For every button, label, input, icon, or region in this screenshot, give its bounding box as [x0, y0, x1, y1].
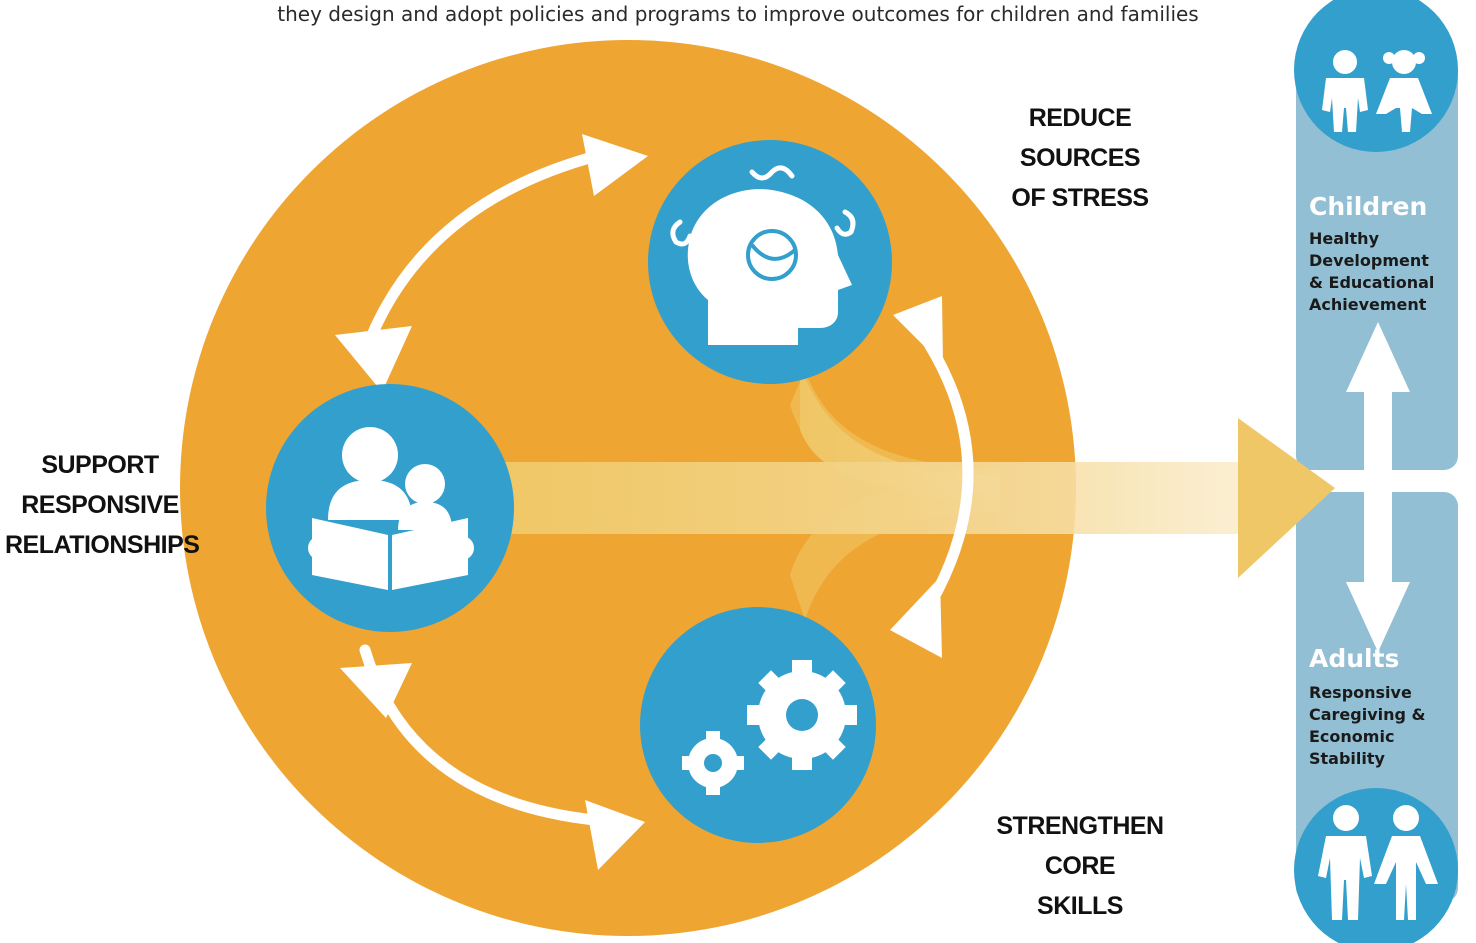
adults-icon: [1294, 788, 1458, 943]
adult-child-reading-icon: [308, 427, 474, 590]
children-description: Healthy Development & Educational Achiev…: [1309, 229, 1435, 314]
panel-double-arrow: [1346, 322, 1410, 652]
arrowhead: [893, 296, 943, 365]
stressed-head-icon: [670, 165, 856, 345]
arrowhead: [340, 663, 412, 718]
arrowhead: [582, 134, 648, 196]
label-support-relationships: SUPPORT RESPONSIVE RELATIONSHIPS: [5, 451, 200, 559]
arrowhead: [890, 577, 942, 658]
node-support-relationships: [266, 384, 514, 632]
arrow-right: [914, 324, 974, 624]
node-strengthen-skills: [640, 607, 876, 843]
children-icon: [1294, 0, 1458, 152]
label-reduce-stress: REDUCE SOURCES OF STRESS: [1011, 104, 1149, 212]
node-reduce-stress: [648, 140, 892, 384]
outcome-arrow: [500, 418, 1335, 578]
arrowhead: [585, 800, 645, 870]
arrowhead: [335, 326, 412, 392]
label-strengthen-skills: STRENGTHEN CORE SKILLS: [996, 812, 1164, 920]
header-text: they design and adopt policies and progr…: [277, 2, 1199, 26]
children-heading: Children: [1309, 192, 1428, 221]
arrowheads: [335, 134, 943, 870]
arrow-left-top: [366, 149, 606, 341]
adults-description: Responsive Caregiving & Economic Stabili…: [1309, 683, 1426, 768]
gears-icon: [682, 660, 857, 795]
adults-heading: Adults: [1309, 644, 1400, 673]
